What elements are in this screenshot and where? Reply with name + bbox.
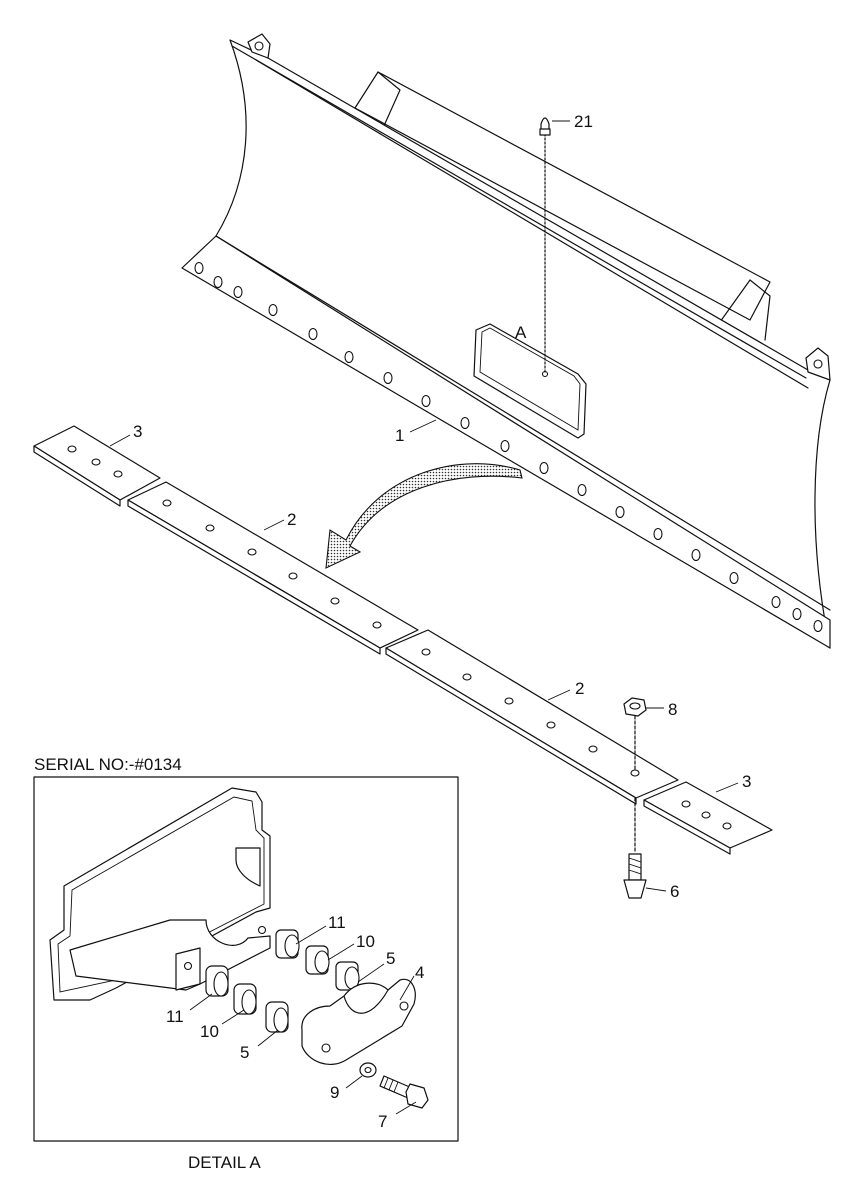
callout-labels: 21 A 1 3 2 2 8 3 6 11 10 5 4 11 10 5 9 7 (133, 112, 751, 1131)
callout-2-right: 2 (575, 679, 584, 698)
detail-a-frame (33, 776, 459, 1142)
shim-set-lower (205, 965, 289, 1033)
callout-8: 8 (668, 700, 677, 719)
cutting-edge-center-right (385, 629, 679, 805)
callout-1: 1 (395, 426, 404, 445)
serial-number-label: SERIAL NO:-#0134 (34, 755, 182, 774)
nut (623, 697, 647, 771)
cutting-edge-end-left (33, 425, 161, 507)
bracket-a-outline (473, 323, 587, 439)
hex-bolt (379, 1075, 429, 1109)
callout-3-right: 3 (742, 772, 751, 791)
blade-bolt-holes (194, 261, 823, 633)
cutting-edge-end-right (643, 781, 773, 855)
detail-bracket (49, 787, 271, 1001)
callout-11-upper: 11 (328, 913, 346, 932)
cutting-edge-center-left (127, 481, 419, 655)
callout-21: 21 (574, 112, 593, 131)
callout-11-lower: 11 (166, 1007, 184, 1026)
callout-a: A (515, 323, 527, 342)
callout-10-upper: 10 (356, 932, 375, 951)
lock-washer (359, 1062, 377, 1078)
callout-9: 9 (330, 1083, 339, 1102)
direction-arrow (325, 463, 523, 569)
callout-6: 6 (670, 882, 679, 901)
callout-7: 7 (378, 1112, 387, 1131)
grease-fitting (539, 117, 551, 373)
leader-lines (109, 120, 739, 1115)
plow-bolt (623, 797, 647, 899)
detail-a-caption: DETAIL A (188, 1153, 261, 1172)
callout-5-upper: 5 (386, 949, 395, 968)
callout-10-lower: 10 (200, 1022, 219, 1041)
saddle-clamp (301, 978, 416, 1065)
dozer-blade (181, 33, 831, 649)
callout-3-left: 3 (133, 422, 142, 441)
callout-4: 4 (415, 963, 424, 982)
callout-5-lower: 5 (240, 1043, 249, 1062)
shim-set-upper (275, 929, 360, 991)
callout-2-left: 2 (287, 510, 296, 529)
